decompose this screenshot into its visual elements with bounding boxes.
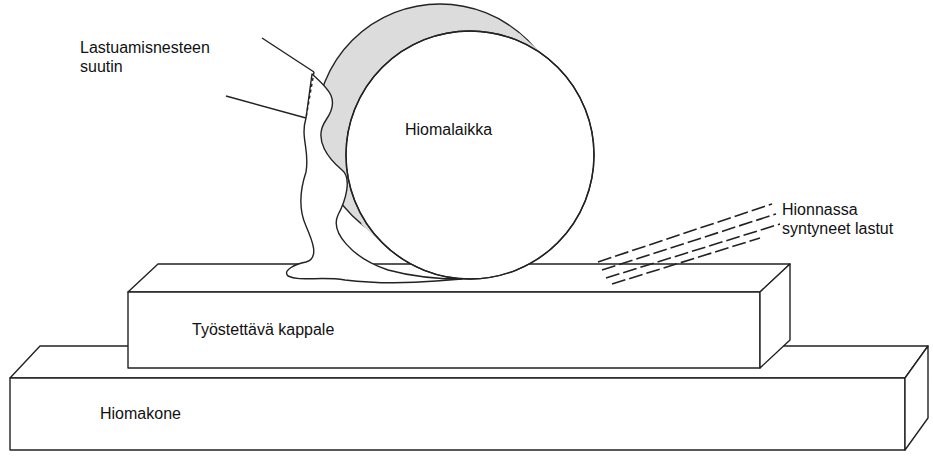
nozzle-line xyxy=(262,38,314,72)
cutting-fluid xyxy=(287,74,462,283)
workpiece-block: Työstettävä kappale xyxy=(130,294,758,366)
chips-label: Hionnassa syntyneet lastut xyxy=(782,200,922,238)
chip-stroke xyxy=(602,214,776,270)
machine-front xyxy=(10,378,905,450)
chip-stroke xyxy=(612,238,760,284)
workpiece-side xyxy=(760,264,790,368)
nozzle-mouth xyxy=(306,72,314,118)
nozzle-line xyxy=(226,96,306,118)
nozzle-label: Lastuamisnesteen suutin xyxy=(80,38,230,76)
part-name: Hiomakone xyxy=(100,404,898,423)
workpiece-front xyxy=(128,292,760,368)
machine-block: Hiomakone xyxy=(12,380,902,448)
wheel-front xyxy=(346,31,594,279)
part-name: Työstettävä kappale xyxy=(192,320,754,339)
machine-side xyxy=(905,346,928,450)
grinding-wheel: Hiomalaikka xyxy=(385,110,555,150)
part-name: Hiomalaikka xyxy=(405,120,551,139)
chip-stroke xyxy=(606,224,780,278)
